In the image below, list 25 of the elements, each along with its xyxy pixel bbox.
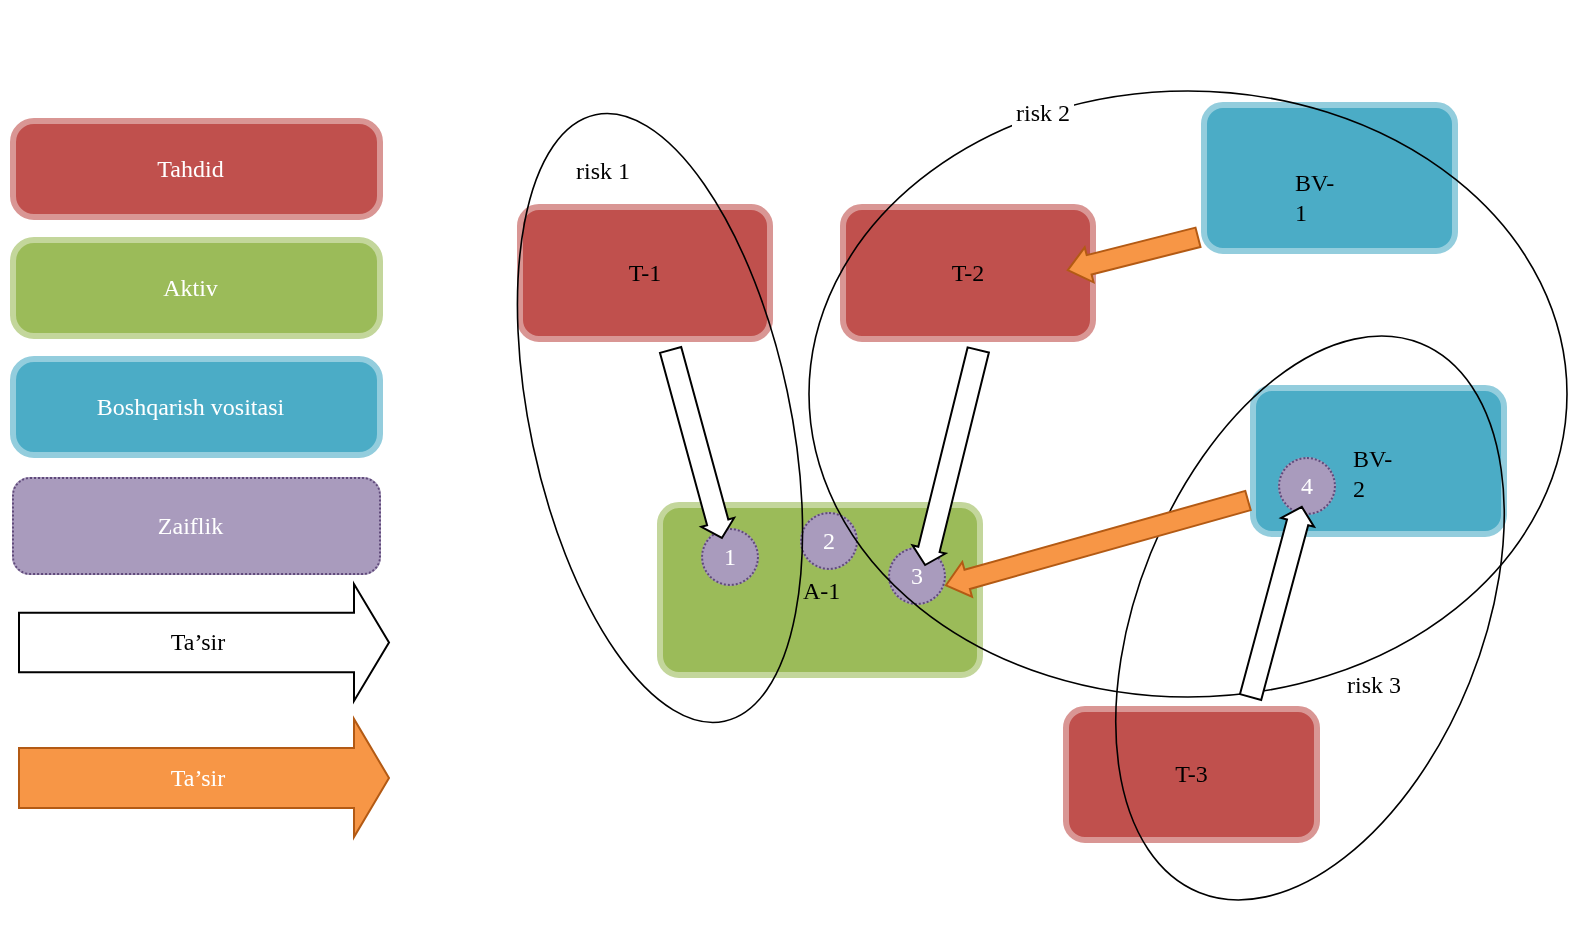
box-label: BV-1 [1295, 169, 1336, 228]
block-arrow [910, 346, 991, 567]
legend-label: Zaiflik [157, 512, 224, 540]
circle-number: 4 [1301, 472, 1313, 500]
circle-number: 1 [724, 543, 736, 571]
block-arrow [944, 489, 1252, 599]
box-label: T-1 [628, 259, 662, 287]
legend-label: Tahdid [157, 155, 224, 183]
block-arrow [1238, 505, 1317, 702]
block-arrow [1066, 226, 1202, 285]
box-label: T-2 [951, 259, 985, 287]
legend-label: Ta’sir [170, 764, 226, 792]
box-label: A-1 [803, 578, 841, 605]
dotted-circle [800, 512, 858, 570]
rounded-box [1063, 706, 1320, 843]
box-label: T-3 [1175, 761, 1208, 788]
block-arrow [658, 345, 737, 540]
circle-number: 2 [823, 527, 835, 555]
circle-number: 3 [911, 562, 923, 590]
dotted-circle [1278, 457, 1336, 515]
box-label: BV-2 [1353, 445, 1394, 504]
legend-label: Boshqarish vositasi [96, 393, 285, 421]
legend-label: Ta’sir [170, 629, 226, 656]
rounded-box [1250, 385, 1507, 537]
legend-label: Aktiv [163, 274, 218, 302]
